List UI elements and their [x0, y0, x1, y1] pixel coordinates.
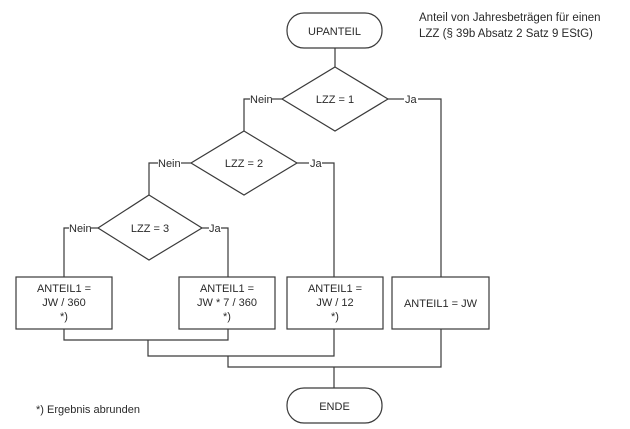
decision-2-no-label: Nein	[158, 158, 181, 170]
process-3-line-1: ANTEIL1 =	[308, 283, 362, 295]
decision-1-shape	[280, 66, 390, 132]
connector-d1-yes-b	[418, 98, 442, 277]
process-4-line-1: ANTEIL1 = JW	[404, 298, 478, 310]
process-4-shape	[391, 276, 490, 330]
process-3-line-3: *)	[331, 311, 339, 323]
decision-3-no-label: Nein	[69, 223, 92, 235]
decision-1-label: LZZ = 1	[316, 94, 354, 106]
decision-2-label: LZZ = 2	[225, 158, 263, 170]
decision-3-yes-label: Ja	[209, 223, 222, 235]
process-jw-360: ANTEIL1 = JW / 360 *)	[15, 276, 113, 330]
connector-merge-1	[63, 329, 229, 341]
process-jw-7-360: ANTEIL1 = JW * 7 / 360 *)	[178, 276, 276, 330]
decision-3-shape	[96, 194, 204, 261]
process-2-shape	[178, 276, 276, 330]
start-terminator: UPANTEIL	[286, 12, 383, 49]
decision-lzz-1: LZZ = 1 Ja Nein	[250, 66, 418, 132]
decision-1-no-label: Nein	[250, 94, 273, 106]
process-2-line-3: *)	[223, 311, 231, 323]
decision-2-shape	[189, 130, 299, 196]
decision-2-yes-label: Ja	[310, 158, 323, 170]
connector-d3-yes-b	[221, 227, 229, 277]
process-1-shape	[15, 276, 113, 330]
connector-d2-no-b	[148, 162, 158, 195]
process-2-line-2: JW * 7 / 360	[197, 297, 257, 309]
connector-d1-no-b	[243, 98, 250, 131]
process-3-shape	[286, 276, 384, 330]
process-jw-12: ANTEIL1 = JW / 12 *)	[286, 276, 384, 330]
decision-lzz-2: LZZ = 2 Ja Nein	[158, 130, 323, 196]
end-label: ENDE	[319, 401, 350, 413]
process-1-line-2: JW / 360	[42, 297, 85, 309]
connector-d2-yes-b	[322, 162, 335, 277]
start-shape	[286, 12, 383, 49]
process-2-line-1: ANTEIL1 =	[200, 283, 254, 295]
end-terminator: ENDE	[286, 387, 383, 424]
process-3-line-2: JW / 12	[316, 297, 353, 309]
decision-lzz-3: LZZ = 3 Ja Nein	[69, 194, 222, 261]
title-note-line-2: LZZ (§ 39b Absatz 2 Satz 9 EStG)	[419, 28, 593, 40]
process-1-line-1: ANTEIL1 =	[37, 283, 91, 295]
end-shape	[286, 387, 383, 424]
process-1-line-3: *)	[60, 311, 68, 323]
connector-d3-no-b	[63, 227, 69, 277]
start-label: UPANTEIL	[308, 26, 361, 38]
decision-3-label: LZZ = 3	[131, 223, 169, 235]
decision-1-yes-label: Ja	[405, 94, 418, 106]
process-jw: ANTEIL1 = JW	[391, 276, 490, 330]
title-note-line-1: Anteil von Jahresbeträgen für einen	[419, 12, 601, 24]
footnote: *) Ergebnis abrunden	[36, 404, 140, 416]
connector-merge-2	[147, 329, 335, 357]
connectors	[63, 48, 442, 388]
